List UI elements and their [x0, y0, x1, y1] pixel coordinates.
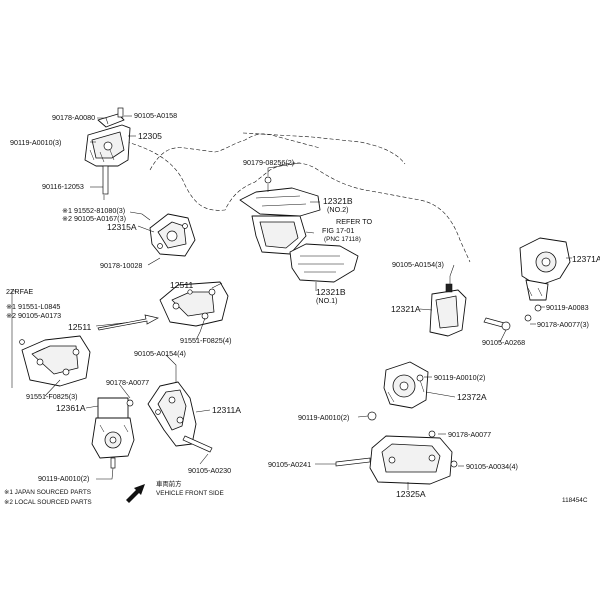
label-90179-08256: 90179-08256(2) — [243, 158, 294, 167]
front-label-jp: 車両前方 — [156, 479, 182, 488]
label-91551-L0845: ※1 91551-L0845 — [6, 302, 60, 311]
mount-12361A[interactable] — [91, 397, 135, 469]
label-90105-A0173: ※2 90105-A0173 — [6, 311, 61, 320]
label-12315A: 12315A — [107, 222, 137, 232]
label-90105-A0034-4: 90105-A0034(4) — [466, 462, 518, 471]
label-90178-10028: 90178-10028 — [100, 261, 142, 270]
bracket-12511[interactable] — [159, 281, 229, 327]
label-90178-A0077-3: 90178-A0077(3) — [537, 320, 589, 329]
label-90119-A0010-2-left: 90119-A0010(2) — [38, 474, 89, 483]
mount-12321A[interactable] — [429, 283, 511, 337]
label-90105-A0230: 90105-A0230 — [188, 466, 231, 475]
legend-local: ※2 LOCAL SOURCED PARTS — [4, 499, 92, 506]
label-12305: 12305 — [138, 131, 162, 141]
label-12321B-no2: 12321B — [323, 196, 353, 206]
bracket-12315A[interactable] — [149, 213, 196, 257]
heat-insulator-12321B-no2[interactable] — [239, 176, 321, 255]
mount-12371A[interactable] — [519, 237, 571, 322]
label-90116-12053: 90116-12053 — [42, 182, 84, 191]
label-2zrfae: 2ZRFAE — [6, 287, 33, 296]
label-91551-F0825-4: 91551-F0825(4) — [180, 336, 232, 345]
engine-outline — [119, 132, 471, 263]
front-label-en: VEHICLE FRONT SIDE — [156, 490, 224, 497]
vehicle-front-arrow-icon — [126, 484, 145, 503]
bracket-12511-2zrfae[interactable] — [19, 335, 91, 387]
label-12311A: 12311A — [212, 405, 241, 415]
label-12371A: 12371A — [572, 254, 600, 264]
legend-japan: ※1 JAPAN SOURCED PARTS — [4, 489, 91, 496]
label-90119-A0010-2-top: 90119-A0010(2) — [434, 373, 485, 382]
heat-insulator-12321B-no1[interactable] — [289, 243, 359, 283]
label-12372A: 12372A — [457, 392, 487, 402]
label-90178-A0077-right: 90178-A0077 — [448, 430, 491, 439]
legend-notes: ※1 JAPAN SOURCED PARTS ※2 LOCAL SOURCED … — [4, 479, 588, 506]
label-90119-A0010-2-mid: 90119-A0010(2) — [298, 413, 349, 422]
label-90105-A0154-4: 90105-A0154(4) — [134, 349, 186, 358]
label-91552-81080: ※1 91552-81080(3) — [62, 206, 125, 215]
label-90105-A0158: 90105-A0158 — [134, 111, 177, 120]
label-pnc: (PNC 17118) — [324, 236, 361, 243]
label-90105-A0154-3: 90105-A0154(3) — [392, 260, 444, 269]
label-90105-A0241: 90105-A0241 — [268, 460, 311, 469]
mount-12372A[interactable] — [367, 361, 429, 421]
label-90105-A0167: ※2 90105-A0167(3) — [62, 214, 126, 223]
figure-number: 118454C — [562, 497, 588, 504]
label-91551-F0825-3: 91551-F0825(3) — [26, 392, 78, 401]
label-12325A: 12325A — [396, 489, 426, 499]
label-90119-A0083: 90119-A0083 — [546, 303, 589, 312]
bracket-12325A[interactable] — [335, 430, 458, 485]
mount-12305[interactable] — [84, 107, 131, 200]
label-12511-left: 12511 — [68, 322, 91, 332]
label-12321A: 12321A — [391, 304, 421, 314]
callout-arrow — [97, 314, 159, 331]
label-12361A: 12361A — [56, 403, 86, 413]
label-90178-A0080: 90178-A0080 — [52, 113, 95, 122]
label-90105-A0268: 90105-A0268 — [482, 338, 525, 347]
bracket-12311A[interactable] — [126, 381, 213, 453]
label-12321B-no1: 12321B — [316, 287, 346, 297]
label-90178-A0077: 90178-A0077 — [106, 378, 149, 387]
label-90119-A0010-3: 90119-A0010(3) — [10, 138, 61, 147]
label-12321B-no1-sub: (NO.1) — [316, 296, 338, 305]
part-labels: 90178-A0080 90105-A0158 90119-A0010(3) 1… — [6, 111, 600, 499]
label-12321B-no2-sub: (NO.2) — [327, 205, 349, 214]
label-12511: 12511 — [170, 280, 193, 290]
label-fig: FIG 17-01 — [322, 226, 354, 235]
label-refer-to: REFER TO — [336, 217, 372, 226]
